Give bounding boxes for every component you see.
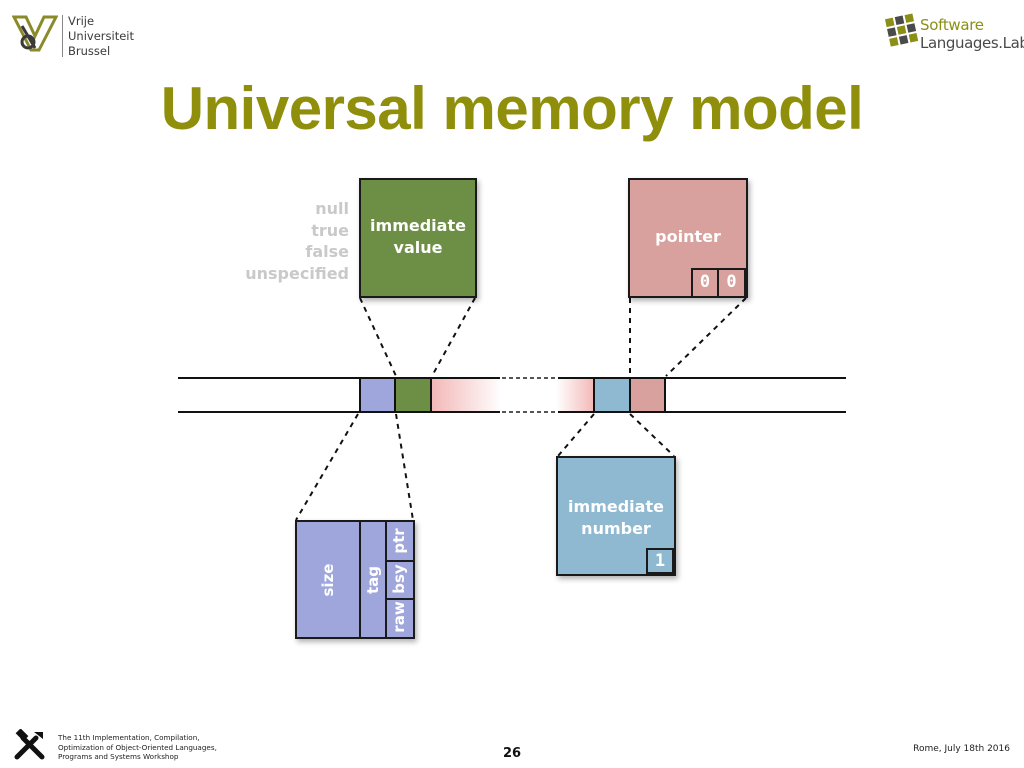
conference-name-line: Optimization of Object-Oriented Language…: [58, 742, 217, 752]
slide-title: Universal memory model: [160, 75, 864, 142]
connector-pointer-right: [665, 297, 747, 377]
header-tag-field: tag: [364, 565, 382, 595]
immediate-value-item: null: [315, 199, 349, 218]
pointer-tag-bit: 0: [717, 268, 746, 298]
connector-immediate-value-right: [431, 297, 476, 377]
vub-logo-icon: [11, 14, 59, 54]
immediate-value-box: immediate value: [359, 178, 477, 298]
memory-fade-gap: [500, 370, 558, 420]
header-size-field: size: [319, 563, 337, 597]
pointer-label: pointer: [655, 227, 721, 246]
conference-name: The 11th Implementation, Compilation, Op…: [58, 733, 217, 762]
immediate-values-list: null true false unspecified: [245, 198, 349, 284]
memory-cell-pointer: [629, 377, 666, 413]
lab-name-line2: Languages.Lab: [920, 34, 1024, 52]
memory-cell-immediate-value: [394, 377, 432, 413]
header-word-divider: [385, 522, 387, 637]
lab-name-line1: Software: [920, 16, 984, 34]
immediate-number-label-line2: number: [581, 519, 651, 538]
workshop-logo-icon: [14, 728, 46, 761]
memory-cell-immediate-number: [593, 377, 631, 413]
memory-cell-header: [359, 377, 396, 413]
connector-number-right: [629, 413, 675, 457]
university-name-line: Brussel: [68, 44, 111, 58]
header-raw-flag: raw: [390, 601, 408, 633]
connector-header-left: [295, 413, 359, 521]
pointer-box: pointer 0 0: [628, 178, 748, 298]
university-name: Vrije Universiteit Brussel: [68, 14, 134, 59]
header-word-divider: [359, 522, 361, 637]
conference-name-line: The 11th Implementation, Compilation,: [58, 733, 200, 742]
immediate-number-box: immediate number 1: [556, 456, 676, 576]
header-bsy-flag: bsy: [390, 564, 408, 594]
memory-fade-right: [556, 379, 594, 411]
immediate-number-label-line1: immediate: [568, 497, 664, 516]
university-name-line: Universiteit: [68, 29, 134, 43]
immediate-value-item: false: [305, 242, 349, 261]
connector-immediate-value-left: [359, 297, 397, 377]
header-word-divider: [385, 560, 413, 562]
immediate-value-label-line1: immediate: [370, 216, 466, 235]
header-word-box: size tag ptr bsy raw: [295, 520, 415, 639]
header-word-divider: [385, 598, 413, 600]
immediate-number-tag-bit: 1: [646, 548, 674, 574]
pointer-tag-bit: 0: [691, 268, 719, 298]
page-number: 26: [502, 746, 522, 761]
software-languages-lab-logo-icon: [884, 12, 920, 52]
vub-logo-divider: [62, 15, 63, 57]
header-ptr-flag: ptr: [390, 528, 408, 554]
connector-number-left: [557, 413, 595, 457]
immediate-value-label-line2: value: [393, 238, 443, 257]
connector-header-right: [395, 413, 414, 521]
university-name-line: Vrije: [68, 14, 95, 28]
lab-name: Software Languages.Lab: [920, 16, 1024, 52]
immediate-value-item: unspecified: [245, 263, 349, 283]
memory-fade-left: [432, 379, 502, 411]
location-date: Rome, July 18th 2016: [913, 744, 1010, 754]
conference-name-line: Programs and Systems Workshop: [58, 752, 179, 761]
immediate-value-item: true: [311, 220, 349, 240]
